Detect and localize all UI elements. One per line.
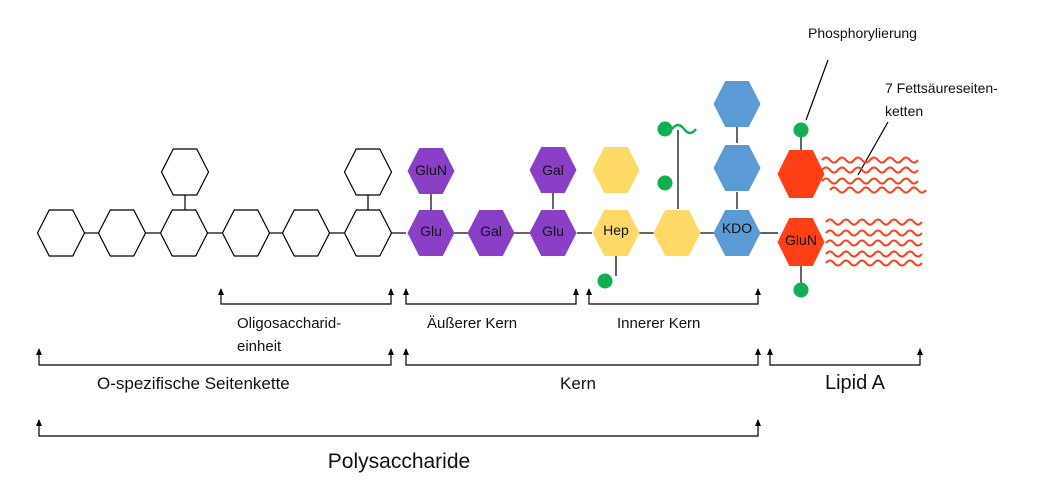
bracket-line — [405, 289, 577, 305]
node-label-glu-1: Glu — [420, 223, 442, 239]
fatty-acid-chain — [825, 218, 923, 226]
node-labels: GluN Glu Gal Glu Gal Hep KDO GluN — [415, 162, 817, 248]
node-label-gal-upper: Gal — [542, 162, 564, 178]
bracket-line — [38, 420, 759, 437]
bracket-line — [588, 289, 759, 305]
bracket-arrow — [755, 419, 761, 426]
squiggle-tail — [671, 123, 697, 135]
bracket-arrow — [917, 348, 923, 355]
node-label-gal-1: Gal — [480, 223, 502, 239]
label-outer-core: Äußerer Kern — [427, 315, 517, 332]
bracket-arrow — [36, 348, 42, 355]
bracket-arrow — [767, 348, 773, 355]
bracket-arrow — [755, 288, 761, 295]
label-core: Kern — [560, 374, 596, 393]
label-lipid-a: Lipid A — [825, 372, 886, 394]
annotation-labels: Phosphorylierung 7 Fettsäureseiten- kett… — [97, 25, 998, 473]
fatty-acid-chain — [825, 250, 923, 258]
node-label-glu-2: Glu — [542, 223, 564, 239]
fatty-acid-chain — [821, 166, 919, 174]
fatty-acid-chain — [829, 186, 927, 194]
bracket-arrow — [586, 288, 592, 295]
label-fatty-acids-1: 7 Fettsäureseiten- — [885, 80, 998, 96]
hexagon-gal — [467, 210, 515, 256]
bracket-line — [220, 289, 392, 305]
hexagon-white — [281, 209, 331, 257]
phosphate-dot — [793, 122, 809, 138]
phosphate-dots — [597, 121, 809, 298]
bracket-line — [38, 349, 392, 366]
bracket-arrow — [388, 288, 394, 295]
hexagon-white — [343, 148, 393, 196]
hexagon-glu — [407, 210, 455, 256]
hexagon-glun — [407, 148, 455, 194]
bracket-arrow — [218, 288, 224, 295]
label-o-chain: O-spezifische Seitenkette — [97, 374, 290, 393]
hexagon-gal — [529, 147, 577, 193]
sugar-units — [36, 81, 825, 266]
node-label-glun-upper: GluN — [415, 162, 447, 178]
fatty-acid-chain — [825, 239, 923, 247]
hexagon-hep — [592, 210, 640, 256]
fatty-acid-pointer — [857, 121, 889, 176]
hexagon-white — [343, 209, 393, 257]
hexagon-glun — [777, 150, 825, 198]
node-label-kdo: KDO — [722, 220, 752, 236]
bracket-line — [405, 349, 759, 366]
fatty-acid-chains — [821, 156, 927, 267]
phosphate-dot — [657, 121, 673, 137]
hexagon-glun — [777, 218, 825, 266]
bracket-line — [769, 349, 921, 366]
bracket-arrow — [388, 348, 394, 355]
fatty-acid-chain — [821, 156, 919, 164]
hexagon-hep — [592, 147, 640, 193]
phosphate-dot — [657, 175, 673, 191]
node-label-lipid-glun: GluN — [785, 232, 817, 248]
label-polysaccharide: Polysaccharide — [328, 450, 470, 473]
label-oligo-2: einheit — [237, 338, 282, 355]
fatty-acid-chain — [825, 229, 923, 237]
bracket-arrow — [755, 348, 761, 355]
label-oligo-1: Oligosaccharid- — [237, 315, 341, 332]
fatty-acid-chain — [821, 177, 919, 185]
node-label-hep: Hep — [603, 222, 629, 238]
hexagon-white — [36, 209, 86, 257]
fatty-acid-chain — [825, 259, 923, 267]
hexagon-kdo — [713, 210, 761, 256]
hexagon-hep — [653, 210, 701, 256]
bracket-arrow — [403, 348, 409, 355]
bond-lines — [84, 59, 889, 283]
hexagon-white — [221, 209, 271, 257]
hexagon-kdo — [713, 145, 761, 191]
hexagon-white — [159, 209, 209, 257]
hexagon-white — [97, 209, 147, 257]
brackets — [36, 288, 923, 437]
phosphate-dot — [793, 282, 809, 298]
bracket-arrow — [36, 419, 42, 426]
label-inner-core: Innerer Kern — [617, 315, 700, 332]
phosphate-dot — [597, 273, 613, 289]
phosphorylierung-pointer — [805, 59, 829, 121]
bracket-arrow — [403, 288, 409, 295]
hexagon-glu — [529, 210, 577, 256]
hexagon-kdo — [713, 81, 761, 127]
bracket-arrow — [573, 288, 579, 295]
label-phosphorylierung: Phosphorylierung — [808, 25, 917, 41]
hexagon-white — [160, 148, 210, 196]
label-fatty-acids-2: ketten — [885, 103, 923, 119]
